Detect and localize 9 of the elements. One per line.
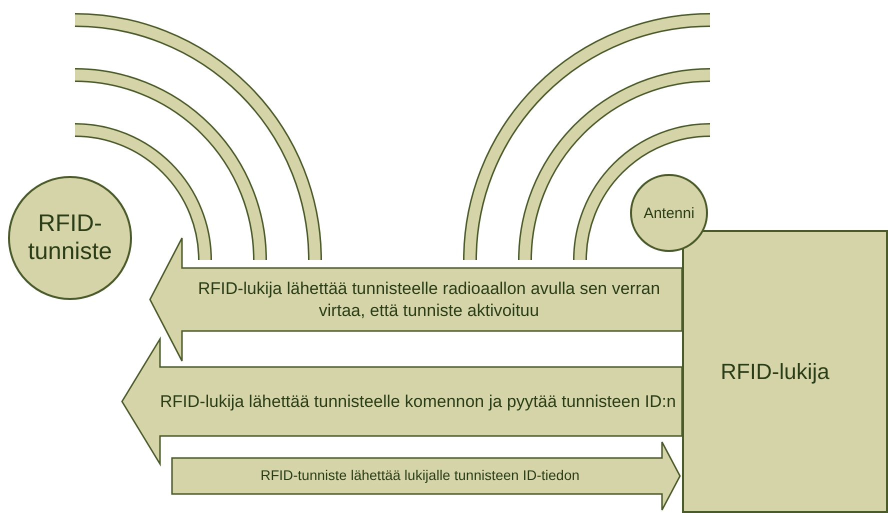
antenna-circle: Antenni: [630, 174, 708, 252]
reader-box: RFID-lukija: [682, 230, 888, 513]
edge-label: RFID-lukija lähettää tunnisteelle komennon ja pyytää tunnisteen ID:n: [160, 390, 676, 413]
tag-circle: RFID-tunniste: [8, 176, 132, 300]
block-arrow: [121, 336, 683, 467]
edge-label: RFID-lukija lähettää tunnisteelle radioaallon avulla sen verran virtaa, että tunniste aktivoituu: [196, 278, 662, 322]
block-arrow: [171, 441, 681, 511]
edge-label: RFID-tunniste lähettää lukijalle tunnisteen ID-tiedon: [259, 466, 581, 486]
block-arrow: [149, 237, 683, 362]
